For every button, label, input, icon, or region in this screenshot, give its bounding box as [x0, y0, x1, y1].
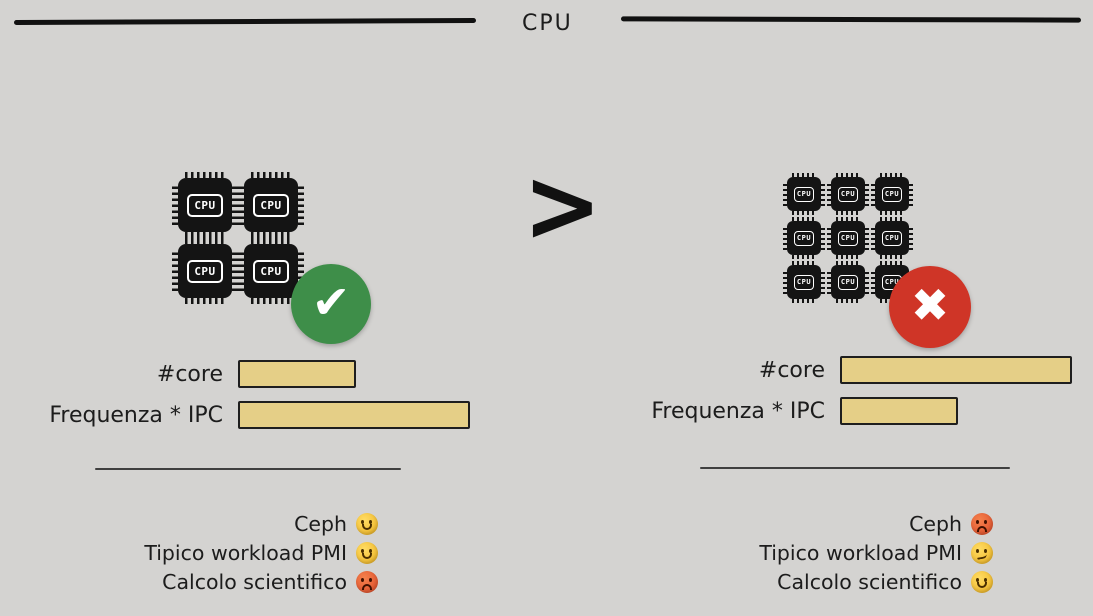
note-row: Ceph — [38, 509, 378, 538]
note-label: Calcolo scientifico — [777, 569, 962, 594]
chip-label: CPU — [881, 186, 903, 202]
divider-left — [95, 468, 401, 470]
chip-label: CPU — [793, 230, 815, 246]
bar-row-freq-left: Frequenza * IPC — [5, 401, 470, 429]
chip-label: CPU — [253, 259, 289, 283]
emoji-face-icon — [356, 512, 378, 535]
cpu-chip-icon: CPU — [172, 238, 238, 304]
emoji-face-icon — [971, 570, 993, 593]
cpu-chip-icon: CPU — [783, 261, 825, 303]
notes-left: Ceph Tipico workload PMI Calcolo scienti… — [38, 509, 378, 596]
notes-right: Ceph Tipico workload PMI Calcolo scienti… — [653, 509, 993, 596]
note-row: Calcolo scientifico — [38, 567, 378, 596]
cpu-chip-icon: CPU — [827, 173, 869, 215]
bar-row-core-left: #core — [5, 360, 470, 388]
chip-label: CPU — [793, 186, 815, 202]
note-label: Calcolo scientifico — [162, 569, 347, 594]
note-label: Ceph — [294, 511, 347, 536]
freq-bar-right — [840, 397, 959, 425]
core-bar-right — [840, 356, 1072, 384]
note-label: Ceph — [909, 511, 962, 536]
bar-row-core-right: #core — [607, 356, 1072, 384]
note-row: Tipico workload PMI — [38, 538, 378, 567]
chip-label: CPU — [187, 193, 223, 217]
bar-row-freq-right: Frequenza * IPC — [607, 397, 1072, 425]
divider-right — [700, 467, 1010, 469]
chip-label: CPU — [837, 274, 859, 290]
check-icon: ✔ — [311, 275, 351, 329]
check-badge: ✔ — [291, 264, 371, 344]
cpu-chip-icon: CPU — [871, 173, 913, 215]
cpu-chip-icon: CPU — [827, 261, 869, 303]
bar-label-freq-right: Frequenza * IPC — [651, 398, 825, 424]
chip-label: CPU — [253, 193, 289, 217]
cpu-chip-icon: CPU — [783, 217, 825, 259]
cpu-chip-icon: CPU — [871, 217, 913, 259]
chip-label: CPU — [793, 274, 815, 290]
bar-label-core-right: #core — [758, 357, 825, 383]
cross-badge: ✖ — [889, 266, 971, 348]
cpu-chip-icon: CPU — [172, 172, 238, 238]
note-label: Tipico workload PMI — [759, 540, 962, 565]
top-rule-right — [620, 16, 1082, 23]
note-row: Ceph — [653, 509, 993, 538]
page-title: CPU — [522, 11, 573, 36]
note-label: Tipico workload PMI — [144, 540, 347, 565]
greater-than-symbol: > — [523, 147, 602, 266]
x-icon: ✖ — [910, 278, 950, 332]
chip-label: CPU — [837, 230, 859, 246]
emoji-face-icon — [971, 541, 993, 564]
cpu-grid-few-cores: CPU CPU CPU CPU — [172, 172, 304, 304]
note-row: Tipico workload PMI — [653, 538, 993, 567]
top-rule-left — [13, 17, 477, 26]
cpu-chip-icon: CPU — [238, 238, 304, 304]
bar-label-freq-left: Frequenza * IPC — [49, 402, 223, 428]
emoji-face-icon — [971, 512, 993, 535]
emoji-face-icon — [356, 570, 378, 593]
emoji-face-icon — [356, 541, 378, 564]
chip-label: CPU — [837, 186, 859, 202]
bars-right: #core Frequenza * IPC — [607, 356, 1072, 438]
cpu-chip-icon: CPU — [827, 217, 869, 259]
chip-label: CPU — [881, 230, 903, 246]
cpu-chip-icon: CPU — [238, 172, 304, 238]
cpu-grid-many-cores: CPU CPU CPU CPU CPU CPU CPU CPU CPU — [782, 172, 914, 304]
cpu-chip-icon: CPU — [783, 173, 825, 215]
chip-label: CPU — [187, 259, 223, 283]
core-bar-left — [238, 360, 357, 388]
bar-label-core-left: #core — [156, 361, 223, 387]
note-row: Calcolo scientifico — [653, 567, 993, 596]
bars-left: #core Frequenza * IPC — [5, 360, 470, 442]
freq-bar-left — [238, 401, 470, 429]
